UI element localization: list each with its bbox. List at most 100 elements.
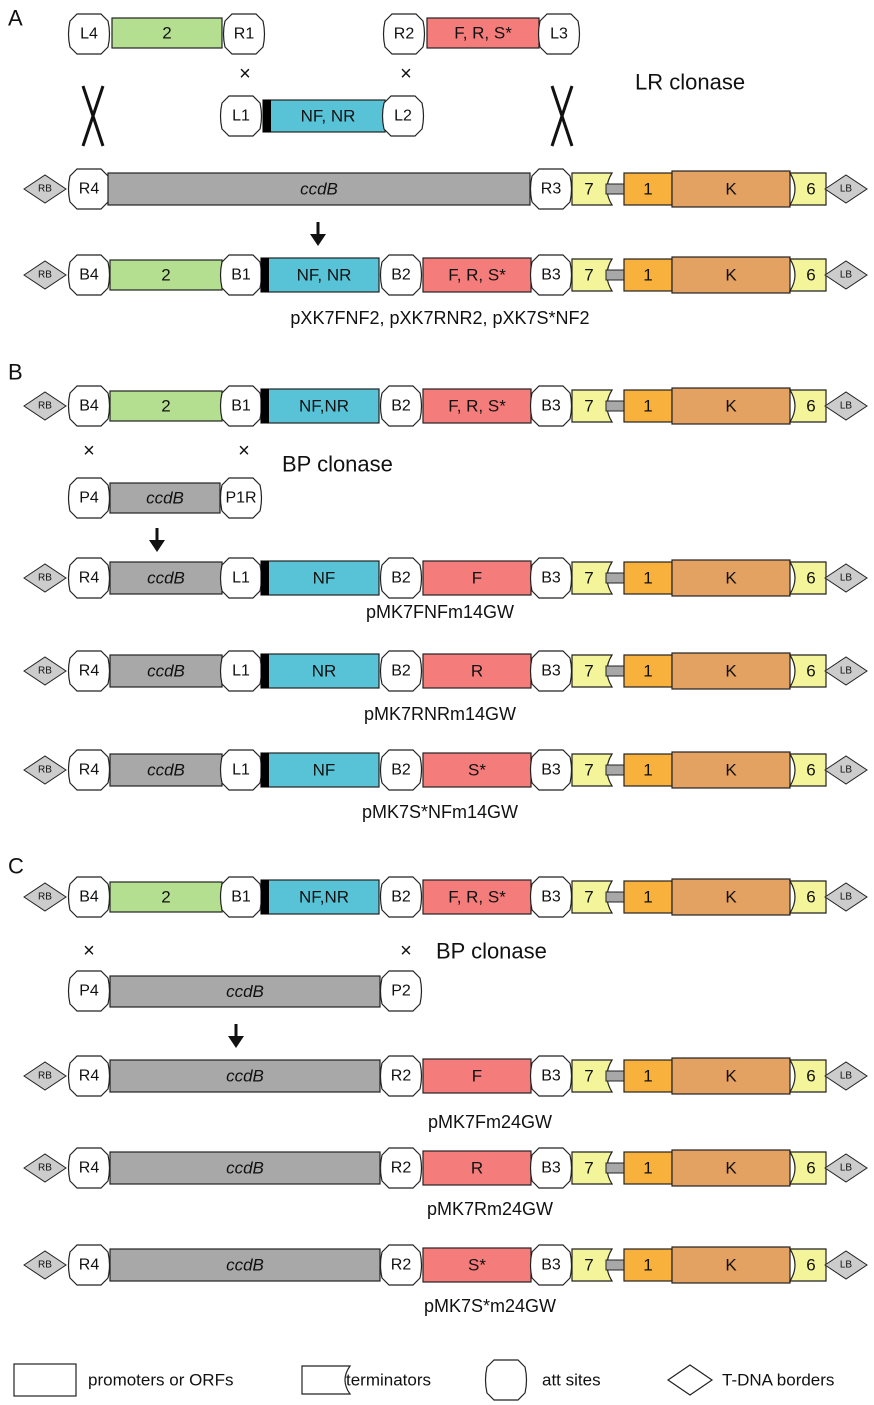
a-dest-lb-border [824,174,868,204]
c-src-nf-label: NF,NR [299,888,349,907]
c-prod-1-k-label: K [725,1067,737,1086]
c-src-nf-box [260,879,380,915]
b-src-lb-label: LB [840,401,853,412]
a-prod-frs-label: F, R, S* [448,266,506,285]
c-prod-1-b3-label: B3 [541,1068,561,1085]
c-prod-3-r4-label: R4 [79,1257,100,1274]
c-src-rb-label: RB [38,892,52,903]
c-prod-3-k-label: K [725,1256,737,1275]
a-insert-mid-l1-label: L1 [232,108,250,125]
a-insert-left-l4-site [67,13,111,55]
b-prod-3-nf-label: NF [313,761,336,780]
b-prod-1-b3-label: B3 [541,570,561,587]
c-prod-3-ccdb-label: ccdB [226,1256,264,1275]
c-prod-2-t6-label: 6 [806,1159,815,1178]
a-dest-p1-label: 1 [643,180,652,199]
b-prod-3-t6-label: 6 [806,761,815,780]
b-src-t7-label: 7 [584,397,593,416]
b-prod-3-k-label: K [725,761,737,780]
a-prod-lb-border [824,260,868,290]
c-src-k-label: K [725,888,737,907]
b-prod-1-k-box [671,559,791,597]
b-prod-2-name: pMK7RNRm14GW [364,704,516,724]
c-src-t6-label: 6 [806,888,815,907]
c-prod-3-rb-border [23,1250,67,1280]
a-dest-ccdb-label: ccdB [300,180,338,199]
c-src-t7-label: 7 [584,888,593,907]
c-prod-2-b3-site [529,1147,573,1189]
b-prod-3-b3-site [529,749,573,791]
a-prod-t7-label: 7 [584,266,593,285]
b-prod-3-ccdb-box [109,753,223,787]
b-prod-2-t6-terminator [788,654,827,688]
c-donor-p2-label: P2 [391,983,411,1000]
b-prod-1-nf-black-bar [261,561,269,595]
a-prod-2-box [109,259,223,291]
b-prod-2-k-label: K [725,662,737,681]
panel-c-letter: C [8,854,24,879]
c-prod-2-r4-label: R4 [79,1160,100,1177]
c-prod-1-r2-label: R2 [391,1068,412,1085]
b-prod-1-p1-box [623,561,673,595]
legend-border-swatch [666,1364,714,1396]
b-prod-1-name: pMK7FNFm14GW [366,602,514,622]
b-cross-right: × [238,440,250,462]
a-insert-left-2-box [111,17,223,49]
b-prod-3-ccdb-label: ccdB [147,761,185,780]
a-prod-rb-label: RB [38,270,52,281]
c-prod-3-t7-label: 7 [584,1256,593,1275]
b-src-b4-label: B4 [79,398,99,415]
b-prod-2-b2-site [379,650,423,692]
b-prod-1-b2-label: B2 [391,570,411,587]
c-arrow-head [228,1036,244,1048]
a-dest-t7-label: 7 [584,180,593,199]
c-src-b3-label: B3 [541,889,561,906]
b-prod-2-p1-label: 1 [643,662,652,681]
a-prod-nf-label: NF, NR [297,266,352,285]
b-src-k-box [671,387,791,425]
c-prod-3-frs-label: S* [468,1256,486,1275]
a-arrow-head [310,234,326,246]
c-donor-p4-label: P4 [79,983,99,1000]
c-prod-2-rb-label: RB [38,1163,52,1174]
c-src-b4-label: B4 [79,889,99,906]
b-src-t6-label: 6 [806,397,815,416]
b-prod-3-name: pMK7S*NFm14GW [362,802,518,822]
c-donor-p2-site [379,970,423,1012]
a-dest-k-box [671,170,791,208]
b-prod-1-b3-site [529,557,573,599]
a-enzyme-label: LR clonase [635,70,745,95]
a-dest-lb-label: LB [840,184,853,195]
c-prod-3-r2-label: R2 [391,1257,412,1274]
a-prod-t6-terminator [788,258,827,292]
b-prod-2-ccdb-label: ccdB [147,662,185,681]
c-prod-1-rb-label: RB [38,1071,52,1082]
a-prod-b3-label: B3 [541,267,561,284]
b-src-b3-label: B3 [541,398,561,415]
a-big-x-left [81,85,105,147]
b-prod-1-rb-label: RB [38,573,52,584]
b-prod-1-nf-label: NF [313,569,336,588]
a-insert-mid-nf-label: NF, NR [301,107,356,126]
b-prod-1-t6-label: 6 [806,569,815,588]
c-prod-3-t6-terminator [788,1248,827,1282]
a-prod-b2-label: B2 [391,267,411,284]
c-prod-1-rb-border [23,1061,67,1091]
a-dest-r4-label: R4 [79,181,100,198]
c-prod-1-name: pMK7Fm24GW [428,1112,552,1132]
b-prod-3-k-box [671,751,791,789]
b-prod-2-frs-box [422,653,532,689]
a-insert-mid-nf-box [262,99,386,133]
c-prod-1-t7-label: 7 [584,1067,593,1086]
b-prod-1-frs-label: F [472,569,482,588]
b-src-frs-box [422,388,532,424]
c-prod-2-p1-label: 1 [643,1159,652,1178]
panel-a-letter: A [8,6,23,31]
b-donor-ccdb-box [109,482,221,514]
a-insert-right-frs-box [426,17,540,49]
legend-box-swatch [13,1363,77,1397]
b-prod-1-r4-label: R4 [79,570,100,587]
c-src-2-label: 2 [161,888,170,907]
c-prod-3-lb-label: LB [840,1260,853,1271]
